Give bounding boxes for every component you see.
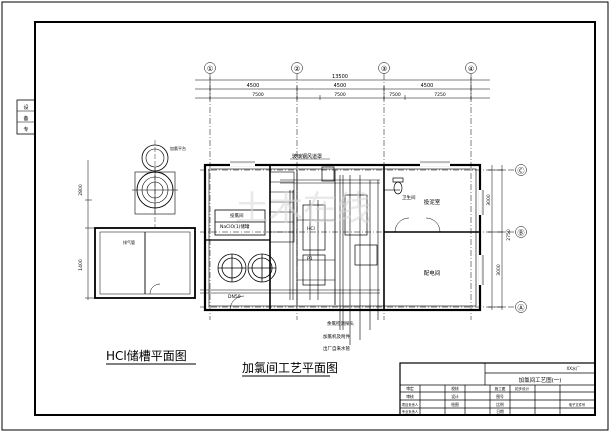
dim-segment-2: 7500 — [334, 92, 346, 98]
tb-right-label: 比例 — [496, 402, 504, 407]
sidebar-strip: 设 备 专 — [16, 99, 36, 135]
tb-row-label: 审核 — [406, 394, 414, 399]
tb-right-label: 日期 — [496, 409, 504, 414]
tb-drawing-title: 加氯间工艺图(一) — [519, 376, 562, 384]
tb-right-label: 图号 — [496, 394, 504, 399]
dim-segment: 4500 — [247, 83, 260, 89]
row-axes — [200, 164, 527, 313]
row-label-b: Ⓑ — [518, 229, 525, 237]
title-main-plan: 加氯间工艺平面图 — [242, 361, 338, 375]
sidebar-mark: 备 — [23, 115, 28, 122]
toilet-fixture — [392, 177, 404, 195]
dim-total: 13500 — [332, 74, 348, 80]
dim-segment-2: 7250 — [434, 92, 446, 98]
dim-segment-2: 7500 — [389, 92, 401, 98]
row-label-a: Ⓐ — [518, 304, 525, 312]
title-hcl-plan: HCl储槽平面图 — [106, 348, 187, 363]
tb-col-label: 校核 — [451, 386, 459, 391]
tank-label: NaClO(1)储罐 — [220, 223, 250, 230]
room-electrical: 配电间 — [424, 269, 441, 277]
callout-top: 玻璃钢风道罩 — [292, 153, 322, 160]
row-label-c: Ⓒ — [518, 167, 525, 175]
callout-chlorinator: 加氯机及附件 — [323, 333, 350, 340]
hcl-label: HCl — [307, 226, 315, 232]
piping — [200, 166, 400, 345]
right-dimensions — [488, 165, 505, 310]
stair-block — [269, 171, 295, 243]
dim-left: 2800 — [78, 184, 84, 196]
tb-sheet: 电子文件号 — [569, 402, 586, 407]
axis-label-4: ④ — [468, 65, 474, 73]
dim-segment: 4500 — [421, 83, 434, 89]
dim-segment-2: 7500 — [252, 92, 264, 98]
hcl-tank-plan — [85, 140, 196, 300]
tb-stage: 初步设计 — [515, 386, 530, 391]
axis-label-1: ① — [207, 65, 213, 73]
tb-col-label: 绘图 — [451, 402, 459, 407]
room-storage: 投泥室 — [424, 198, 441, 206]
axis-label-2: ② — [294, 65, 300, 73]
inner-border — [34, 21, 596, 416]
tb-phase: 施工图 — [495, 386, 506, 391]
sidebar-mark: 专 — [23, 126, 28, 133]
dim-left: 1400 — [78, 259, 84, 271]
dim-right: 3000 — [486, 194, 492, 206]
callout-exhaust: 排气管 — [123, 239, 135, 245]
main-building — [203, 161, 484, 312]
tb-row-label: 专业负责人 — [402, 409, 419, 414]
callout-outlet: 出厂自来水管 — [323, 345, 350, 352]
dim-right: 3000 — [496, 264, 502, 276]
sidebar-mark: 设 — [23, 104, 28, 111]
pump-label: P1 — [307, 256, 313, 262]
room-dosing: 投氯间 — [230, 212, 244, 219]
cl-tanks — [214, 209, 277, 283]
title-block — [399, 362, 596, 416]
tb-row-label: 项目负责人 — [402, 402, 419, 407]
dim-segment: 4500 — [334, 83, 347, 89]
dn-label: DN50 — [228, 294, 241, 300]
room-toilet: 卫生间 — [402, 194, 416, 201]
callout-leak: 余氯检测探头 — [327, 320, 354, 327]
tb-row-label: 审定 — [406, 386, 414, 391]
hcl-platform-label: 加氯平台 — [170, 145, 186, 151]
top-dimensions — [195, 77, 490, 100]
axis-label-3: ③ — [381, 65, 387, 73]
dim-right: 2750 — [506, 229, 512, 241]
column-axes — [204, 62, 477, 320]
watermark: 土木在线 — [235, 189, 371, 229]
tb-project: XX水厂 — [567, 365, 580, 371]
tb-col-label: 设计 — [451, 394, 459, 399]
